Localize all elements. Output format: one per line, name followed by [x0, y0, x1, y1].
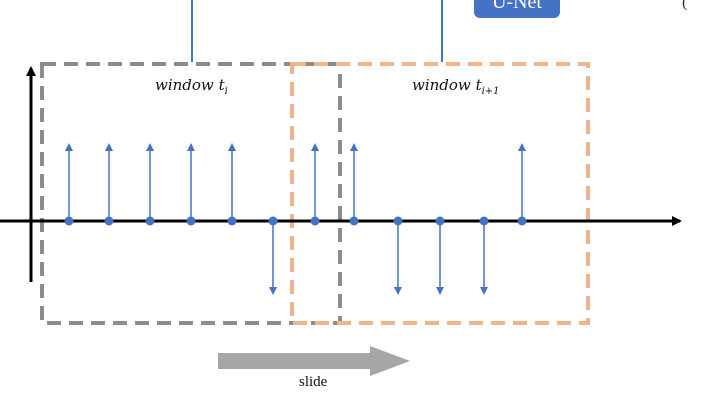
- sample-point-12: [517, 216, 527, 226]
- sample-point-8: [349, 216, 359, 226]
- unet-block: U-Net: [474, 0, 560, 18]
- sample-point-10: [435, 216, 445, 226]
- sample-point-5: [227, 216, 237, 226]
- window-label-word: window: [155, 76, 214, 94]
- unet-label: U-Net: [492, 0, 542, 13]
- window-label-word: window: [412, 76, 471, 94]
- slide-label: slide: [299, 374, 328, 390]
- window-label-var: t: [218, 76, 225, 94]
- window-box-t-i-plus-1: [290, 62, 590, 325]
- sample-point-3: [145, 216, 155, 226]
- sample-point-2: [104, 216, 114, 226]
- window-label-t-i-plus-1: window ti+1: [412, 76, 500, 97]
- sample-point-6: [268, 216, 278, 226]
- window-label-t-i: window ti: [155, 76, 228, 97]
- sample-point-4: [186, 216, 196, 226]
- sample-point-9: [393, 216, 403, 226]
- sample-point-11: [479, 216, 489, 226]
- slide-arrow: [218, 346, 410, 376]
- edge-text: (: [682, 0, 688, 11]
- window-label-sub: i: [224, 86, 228, 97]
- signal-stems: [64, 143, 527, 295]
- window-label-sub: i+1: [481, 86, 500, 97]
- sample-point-1: [64, 216, 74, 226]
- window-label-var: t: [475, 76, 482, 94]
- window-box-t-i: [40, 62, 342, 325]
- sample-point-7: [310, 216, 320, 226]
